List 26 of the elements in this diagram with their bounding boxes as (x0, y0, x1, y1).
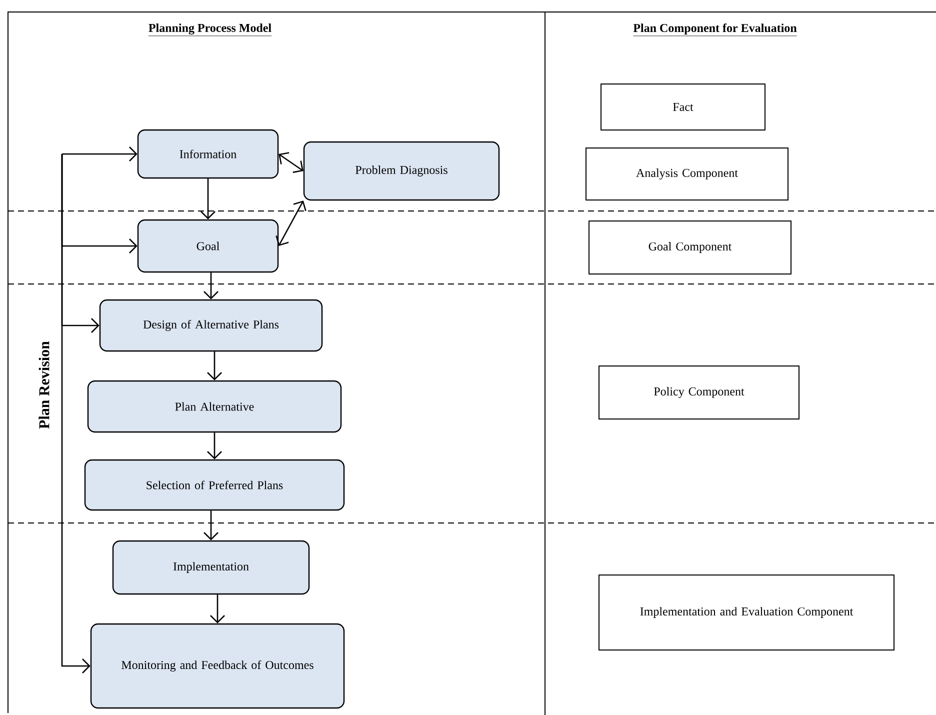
arrow (204, 272, 218, 300)
process-box: Monitoring and Feedback of Outcomes (90, 623, 345, 709)
component-box: Analysis Component (586, 148, 788, 200)
process-box: Selection of Preferred Plans (84, 459, 345, 511)
process-box: Goal (137, 219, 279, 273)
arrow (61, 154, 90, 674)
process-box: Problem Diagnosis (303, 141, 500, 201)
component-box: Goal Component (588, 220, 792, 274)
component-box: Fact (600, 84, 766, 130)
arrow (204, 510, 218, 540)
process-box: Design of Alternative Plans (99, 299, 323, 352)
component-box: Policy Component (598, 366, 800, 420)
arrow (62, 146, 138, 162)
column-heading: Plan Component for Evaluation (632, 24, 798, 36)
process-box: Information (137, 129, 279, 179)
arrow (210, 594, 225, 624)
process-box: Implementation (112, 540, 310, 595)
column-heading: Planning Process Model (148, 24, 272, 36)
side-label: Plan Revision (38, 341, 50, 429)
arrow (207, 352, 222, 380)
arrow (200, 178, 216, 220)
component-box: Implementation and Evaluation Component (598, 574, 895, 650)
arrow (278, 152, 304, 173)
process-box: Plan Alternative (87, 380, 342, 433)
arrow (207, 432, 222, 460)
arrow (276, 200, 306, 246)
